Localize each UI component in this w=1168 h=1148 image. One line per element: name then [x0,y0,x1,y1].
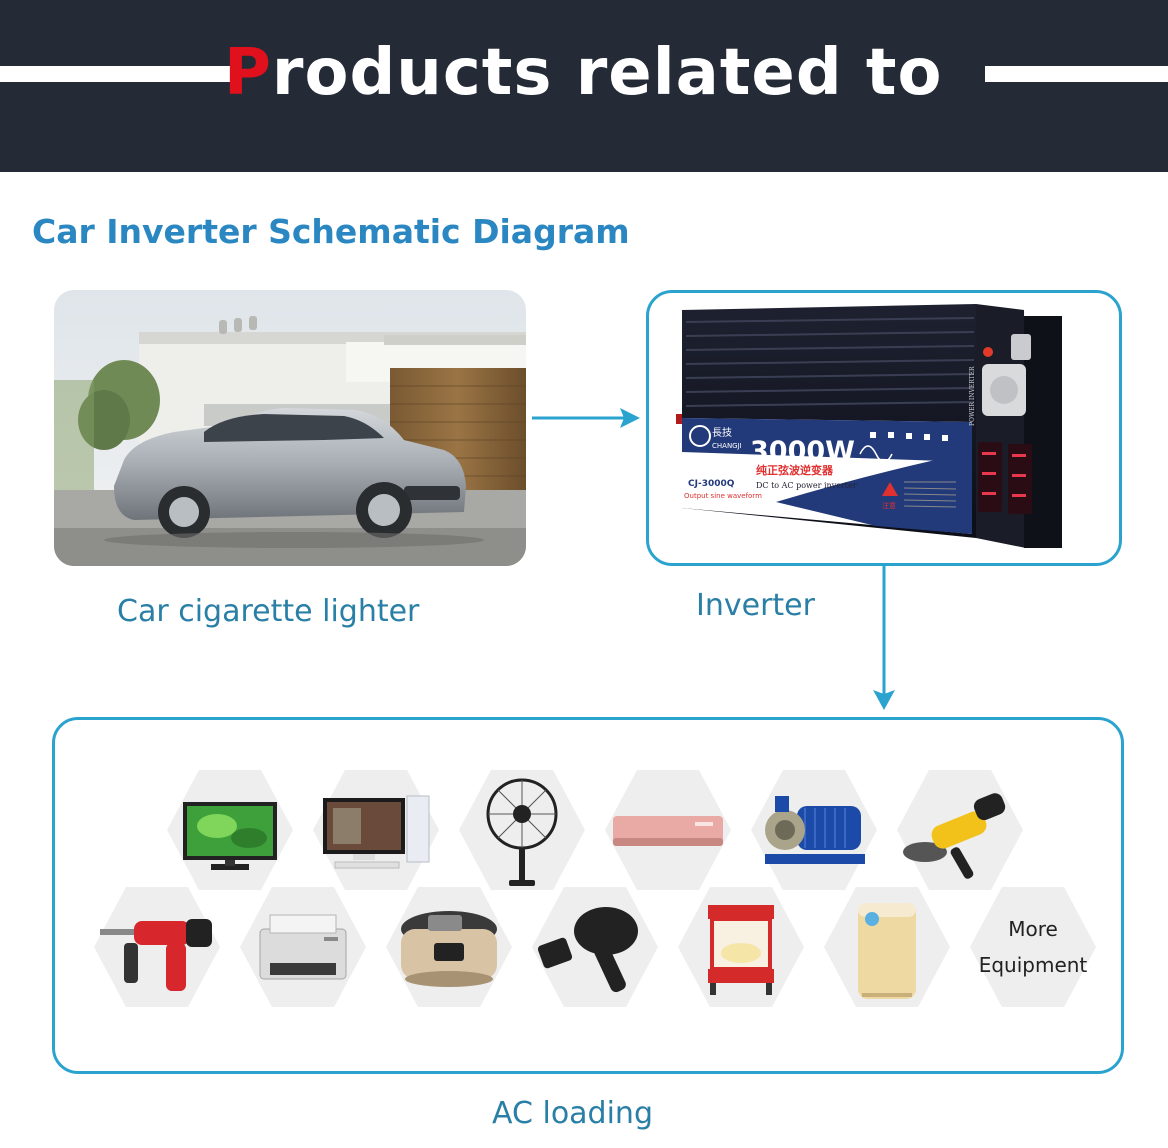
inverter-brand-cn: 長技 [712,426,732,439]
inverter-subtitle-en: DC to AC power inverter [756,481,857,490]
inverter-warning-label: 注意 [882,501,896,510]
header-banner: Products related to [0,0,1168,172]
inverter-waveform-label: Output sine waveform [684,492,762,500]
ac-loading-label: AC loading [492,1096,653,1131]
arrow-down-icon [873,690,895,710]
equipment-more: More Equipment [970,885,1096,1009]
inverter-label: Inverter [696,588,815,623]
banner-title-first-letter: P [224,36,272,110]
inverter-device: 長技 CHANGJI 3000W 纯正弦波逆变器 DC to AC power … [676,302,1068,554]
banner-line-right [985,66,1168,82]
equipment-air-conditioner [605,768,731,892]
inverter-side-label: POWER INVERTER [969,366,976,426]
more-equipment-line2: Equipment [978,953,1088,977]
equipment-tv [167,768,293,892]
inverter-model: CJ-3000Q [688,479,735,489]
inverter-frame [646,290,1122,566]
equipment-water-pump [751,768,877,892]
banner-title-rest: roducts related to [271,36,943,110]
equipment-angle-grinder [897,768,1023,892]
ac-loading-frame [52,717,1124,1074]
car-cigarette-lighter-label: Car cigarette lighter [117,594,420,629]
car-photo [54,290,526,566]
equipment-electric-drill [94,885,220,1009]
equipment-hair-dryer [532,885,658,1009]
equipment-air-purifier [824,885,950,1009]
arrow-right-icon [620,408,640,428]
sine-wave-icon [859,445,893,463]
equipment-popcorn-machine [678,885,804,1009]
equipment-desktop-computer [313,768,439,892]
more-equipment-line1: More [1008,917,1058,941]
diagram-heading: Car Inverter Schematic Diagram [32,212,630,251]
inverter-power-rating: 3000W [750,436,855,467]
equipment-rice-cooker [386,885,512,1009]
warning-icon [882,482,898,496]
equipment-printer [240,885,366,1009]
inverter-brand-en: CHANGJI [712,442,742,450]
banner-title: Products related to [224,30,942,116]
equipment-electric-fan [459,768,585,892]
banner-line-left [0,66,230,82]
inverter-subtitle-cn: 纯正弦波逆变器 [756,463,834,477]
